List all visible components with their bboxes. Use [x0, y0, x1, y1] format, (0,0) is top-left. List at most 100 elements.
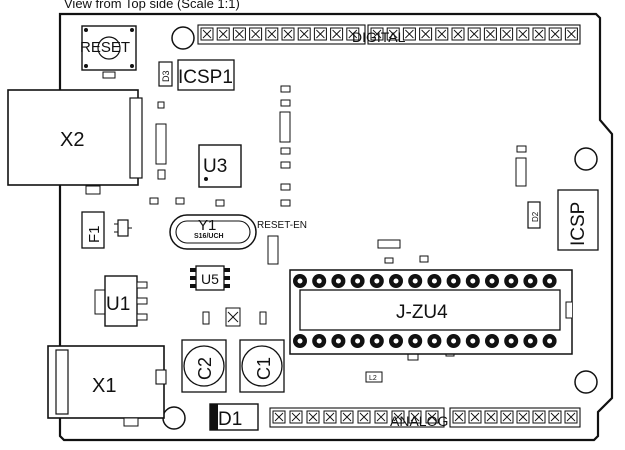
header-pin-mark: [566, 412, 576, 422]
socket-pin-hole: [508, 338, 514, 344]
header-pin-mark: [470, 412, 480, 422]
header-pin-mark: [393, 412, 403, 422]
socket-pin-hole: [431, 278, 437, 284]
socket-pin-hole: [335, 278, 341, 284]
socket-pin-hole: [412, 338, 418, 344]
header-pin-mark: [308, 412, 318, 422]
reset-en-label: RESET-EN: [257, 220, 307, 231]
header-pin-mark: [405, 29, 414, 39]
l2-inductor: [365, 371, 383, 383]
mounting-hole: [574, 370, 598, 394]
transistor: [114, 219, 132, 237]
header-pin-mark: [550, 29, 560, 39]
smd-pad: [175, 197, 185, 205]
c1-label: C1: [254, 357, 274, 380]
header-frame: [367, 24, 581, 45]
smd-pad: [419, 255, 429, 263]
x2-label: X2: [60, 129, 84, 151]
digital-header: [197, 24, 581, 45]
smd-pad: [280, 161, 291, 169]
smd-resistor: [377, 239, 401, 249]
icsp1-label: ICSP1: [178, 67, 233, 88]
smd-pad: [384, 257, 394, 264]
socket-label: J-ZU4: [396, 302, 448, 323]
header-pin-mark: [437, 29, 447, 39]
header-pin-mark: [421, 29, 430, 39]
smd-resistor: [155, 123, 167, 165]
analog-header: [269, 407, 581, 428]
u1-regulator: [94, 275, 148, 327]
socket-pin-hole: [412, 278, 418, 284]
analog-label: ANALOG: [390, 413, 448, 429]
smd-pad: [280, 99, 291, 107]
socket-pin-hole: [451, 338, 457, 344]
mounting-hole: [162, 406, 186, 430]
d1-label: D1: [218, 409, 242, 430]
header-pin-mark: [388, 29, 398, 39]
smd-pad: [215, 199, 225, 207]
smd-pad: [280, 147, 291, 155]
socket-pin-hole: [547, 278, 553, 284]
header-pin-mark: [291, 412, 301, 422]
smd-pad: [157, 169, 166, 180]
socket-pin-hole: [393, 338, 399, 344]
header-pin-mark: [469, 29, 479, 39]
u3-label: U3: [203, 156, 227, 177]
d2-label: D2: [531, 211, 540, 222]
smd-pad: [407, 353, 419, 361]
u1-label: U1: [106, 294, 130, 315]
smd-pad: [149, 197, 159, 205]
header-frame: [197, 24, 366, 45]
socket-pin-hole: [547, 338, 553, 344]
smd-transistor: [225, 307, 241, 327]
socket-pin-hole: [489, 338, 495, 344]
digital-label: DIGITAL: [352, 29, 406, 45]
mounting-hole: [171, 26, 195, 50]
header-pin-mark: [372, 29, 382, 39]
crystal-marking: S16/UCH: [194, 233, 224, 240]
header-pin-mark: [502, 412, 512, 422]
header-pin-mark: [218, 29, 228, 39]
header-pin-mark: [376, 412, 386, 422]
header-pin-mark: [486, 29, 495, 39]
icsp-right-label: ICSP: [568, 202, 589, 246]
u3-pin1-dot: [204, 177, 208, 181]
c2-label: C2: [195, 357, 215, 380]
header-pin-mark: [518, 29, 528, 39]
socket-pin-hole: [316, 278, 322, 284]
header-pin-mark: [267, 29, 277, 39]
header-pin-mark: [567, 29, 576, 39]
header-pin-mark: [502, 29, 511, 39]
socket-pin-hole: [355, 278, 361, 284]
header-pin-mark: [316, 29, 325, 39]
socket-pin-hole: [374, 278, 380, 284]
header-pin-mark: [518, 412, 528, 422]
header-pin-mark: [283, 29, 293, 39]
x1-label: X1: [92, 375, 116, 397]
socket-pin-hole: [335, 338, 341, 344]
socket-pin-hole: [393, 278, 399, 284]
header-frame: [449, 407, 581, 428]
u5-chip: [190, 265, 230, 291]
smd-resistor: [515, 157, 527, 187]
header-pin-mark: [427, 412, 437, 422]
header-pin-mark: [486, 412, 496, 422]
header-pin-mark: [342, 412, 352, 422]
d3-label: D3: [161, 70, 171, 82]
smd-pad: [202, 311, 210, 325]
header-pin-mark: [325, 412, 335, 422]
reset-button: [81, 25, 137, 79]
header-pin-mark: [453, 29, 463, 39]
icsp-right-header: [557, 189, 599, 251]
f1-label: F1: [86, 225, 103, 243]
header-pin-mark: [454, 412, 464, 422]
header-pin-mark: [332, 29, 341, 39]
socket-pin-hole: [451, 278, 457, 284]
c1-capacitor: [239, 339, 285, 393]
socket-pin-hole: [355, 338, 361, 344]
view-label: View from Top side (Scale 1:1): [64, 0, 240, 11]
u5-label: U5: [201, 271, 219, 287]
header-frame: [269, 407, 445, 428]
socket-pin-hole: [297, 278, 303, 284]
